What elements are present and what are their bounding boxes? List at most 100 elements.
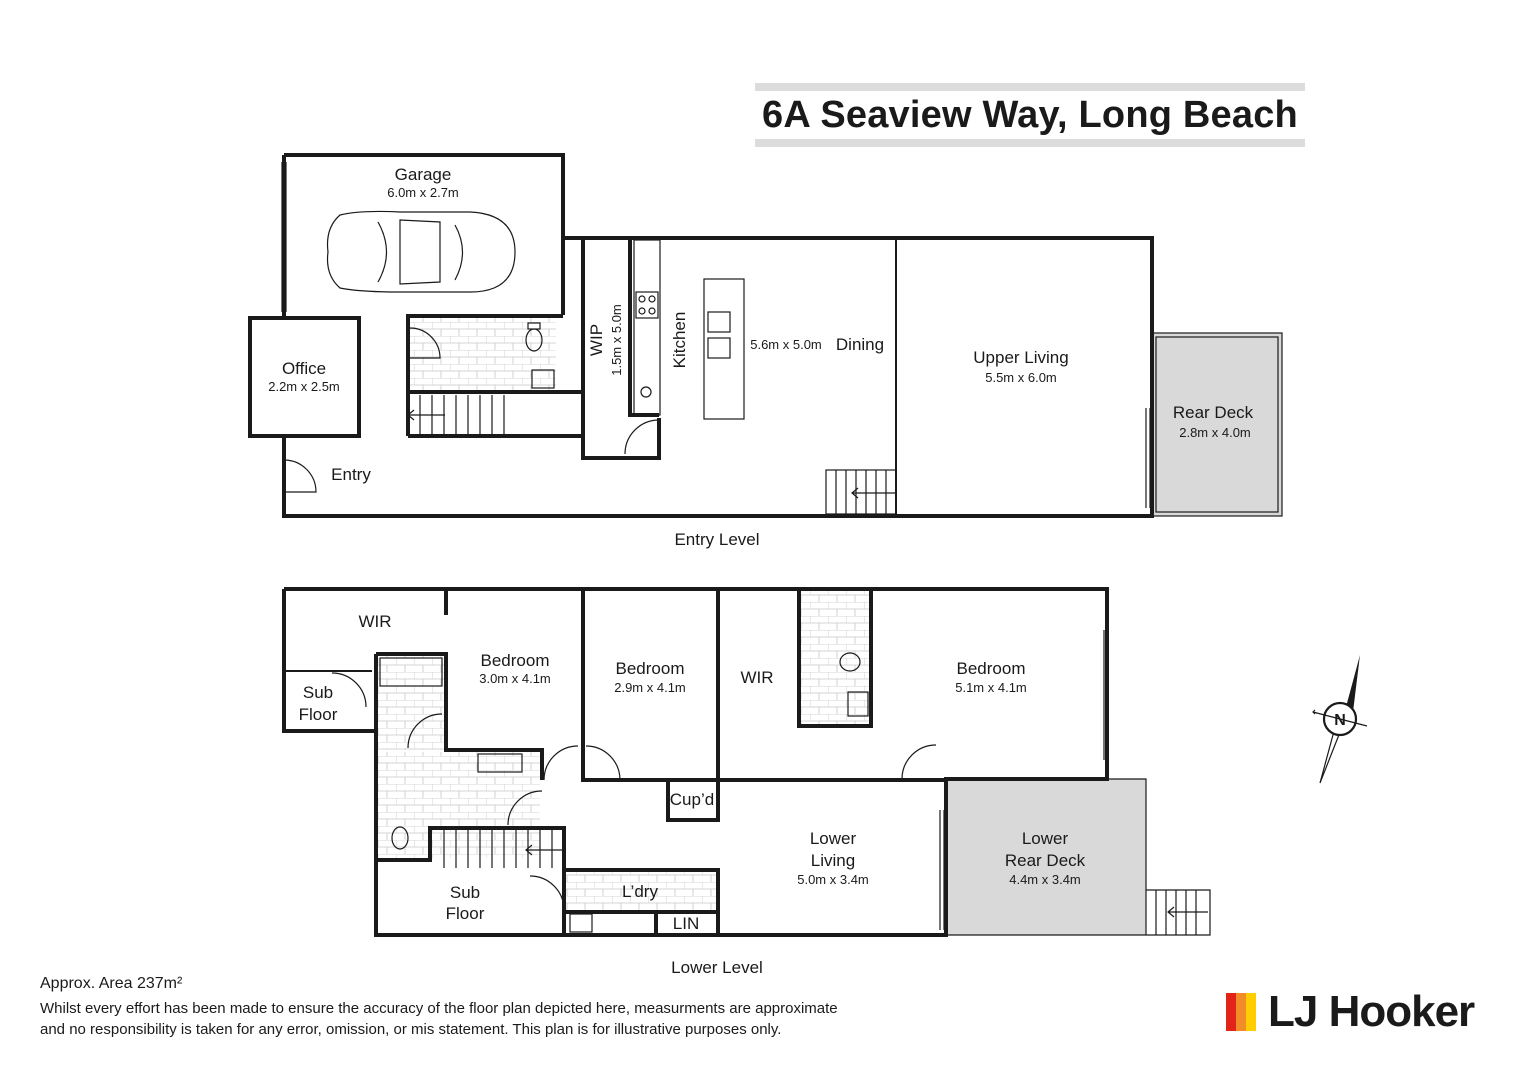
- rear-deck-area: [1152, 333, 1282, 516]
- cupd-label: Cup’d: [670, 790, 714, 809]
- disclaimer-line-2: and no responsibility is taken for any e…: [40, 1021, 782, 1038]
- sub-floor1-line1: Sub: [303, 683, 333, 702]
- page-title: 6A Seaview Way, Long Beach: [762, 94, 1298, 136]
- bedroom3-door: [901, 744, 937, 780]
- lower-living-slider: [939, 810, 945, 930]
- compass-icon: N: [1312, 655, 1368, 784]
- sub-floor1-line2: Floor: [299, 705, 338, 724]
- kitchen-island: [703, 278, 745, 420]
- lower-level-plan: WIR Sub Floor Bedroom 3.0m x 4.1m Bedroo…: [282, 587, 1211, 977]
- entry-level-label: Entry Level: [674, 530, 759, 549]
- kitchen-label: Kitchen: [670, 312, 689, 369]
- cistern-icon: [527, 322, 541, 330]
- bedroom3-window: [1103, 630, 1109, 760]
- office-dim: 2.2m x 2.5m: [268, 379, 340, 394]
- sub-floor2-line1: Sub: [450, 883, 480, 902]
- ensuite2-walls: [797, 589, 873, 728]
- entry-stairs: [407, 395, 505, 434]
- laundry-tub-icon: [569, 913, 593, 933]
- ensuite-tiles: [378, 654, 444, 750]
- dining-label: Dining: [836, 335, 884, 354]
- toilet-lower-icon: [391, 826, 409, 850]
- bedroom2-dim: 2.9m x 4.1m: [614, 680, 686, 695]
- kitchen-bench: [633, 239, 661, 416]
- sub-floor-walls: [282, 589, 376, 733]
- rear-deck-label: Rear Deck: [1173, 403, 1254, 422]
- bedroom1-label: Bedroom: [481, 651, 550, 670]
- lower-rear-deck-area: [946, 779, 1146, 935]
- upper-living-dim: 5.5m x 6.0m: [985, 370, 1057, 385]
- lower-level-label: Lower Level: [671, 958, 763, 977]
- wir2-label: WIR: [740, 668, 773, 687]
- bedroom3-label: Bedroom: [957, 659, 1026, 678]
- entry-level-plan: Garage 6.0m x 2.7m Office 2.2m x 2.5m En…: [248, 153, 1283, 549]
- bedroom-dividers: [581, 589, 946, 782]
- sub-floor2-line2: Floor: [446, 904, 485, 923]
- logo-text: LJ Hooker: [1268, 987, 1475, 1036]
- bath-door-swing: [409, 327, 441, 359]
- bedroom2-door: [585, 745, 621, 781]
- sink-1: [707, 311, 731, 333]
- laundry-walls: [562, 868, 720, 935]
- bathroom-tiles-lower: [378, 752, 540, 858]
- ensuite2-tiles: [801, 591, 869, 725]
- wip-dim: 1.5m x 5.0m: [609, 304, 624, 376]
- title-bar-bottom: [755, 139, 1305, 147]
- lj-hooker-logo: LJ Hooker: [1226, 987, 1475, 1036]
- area-text: Approx. Area 237m²: [40, 975, 183, 992]
- wir1-label: WIR: [358, 612, 391, 631]
- lower-deck-dim: 4.4m x 3.4m: [1009, 872, 1081, 887]
- office-label: Office: [282, 359, 326, 378]
- bedroom3-dim: 5.1m x 4.1m: [955, 680, 1027, 695]
- bedroom1-dim: 3.0m x 4.1m: [479, 671, 551, 686]
- title-banner: 6A Seaview Way, Long Beach: [755, 83, 1305, 147]
- wip-label: WIP: [587, 324, 606, 356]
- lower-deck-line1: Lower: [1022, 829, 1069, 848]
- lower-stairs: [443, 830, 562, 868]
- bath-door: [407, 713, 443, 749]
- lower-living-line2: Living: [811, 851, 855, 870]
- car-icon: [326, 210, 516, 293]
- bedroom1-door: [543, 745, 579, 781]
- vanity-icon: [477, 753, 523, 773]
- entry-stairs-down: [825, 469, 897, 515]
- lower-deck-stairs: [1145, 890, 1208, 935]
- sink-2: [707, 337, 731, 359]
- rear-deck-dim: 2.8m x 4.0m: [1179, 425, 1251, 440]
- sub-floor2-door: [529, 875, 565, 911]
- disclaimer-line-1: Whilst every effort has been made to ens…: [40, 1000, 838, 1017]
- upper-living-label: Upper Living: [973, 348, 1068, 367]
- laundry-tiles: [566, 872, 716, 912]
- basin-2-icon: [847, 691, 869, 717]
- entry-label: Entry: [331, 465, 371, 484]
- rear-deck-edge: [1155, 336, 1279, 513]
- entry-door-swing: [283, 459, 317, 493]
- title-bar-top: [755, 83, 1305, 91]
- sub-floor-door: [331, 672, 367, 708]
- logo-bar-yellow: [1246, 993, 1256, 1031]
- bathtub-icon: [379, 657, 443, 687]
- lower-living-dim: 5.0m x 3.4m: [797, 872, 869, 887]
- garage-walls: [282, 153, 565, 318]
- logo-bar-orange: [1236, 993, 1246, 1031]
- garage-window: [281, 162, 287, 312]
- cooktop-icon: [635, 291, 659, 319]
- toilet-2-icon: [839, 652, 861, 672]
- garage-dim: 6.0m x 2.7m: [387, 185, 459, 200]
- lower-deck-line2: Rear Deck: [1005, 851, 1086, 870]
- bedroom2-label: Bedroom: [616, 659, 685, 678]
- lin-label: LIN: [673, 914, 699, 933]
- living-slider: [1145, 408, 1151, 508]
- garage-label: Garage: [395, 165, 452, 184]
- laundry-label: L’dry: [622, 882, 658, 901]
- logo-color-bars: [1226, 993, 1256, 1031]
- toilet-door: [507, 790, 543, 826]
- bath-lower-walls: [374, 652, 566, 870]
- basin-icon: [531, 369, 555, 389]
- office-walls: [248, 316, 361, 438]
- logo-bar-red: [1226, 993, 1236, 1031]
- wip-door-swing: [624, 419, 660, 455]
- dining-dim: 5.6m x 5.0m: [750, 337, 822, 352]
- cupboard-walls: [666, 780, 720, 822]
